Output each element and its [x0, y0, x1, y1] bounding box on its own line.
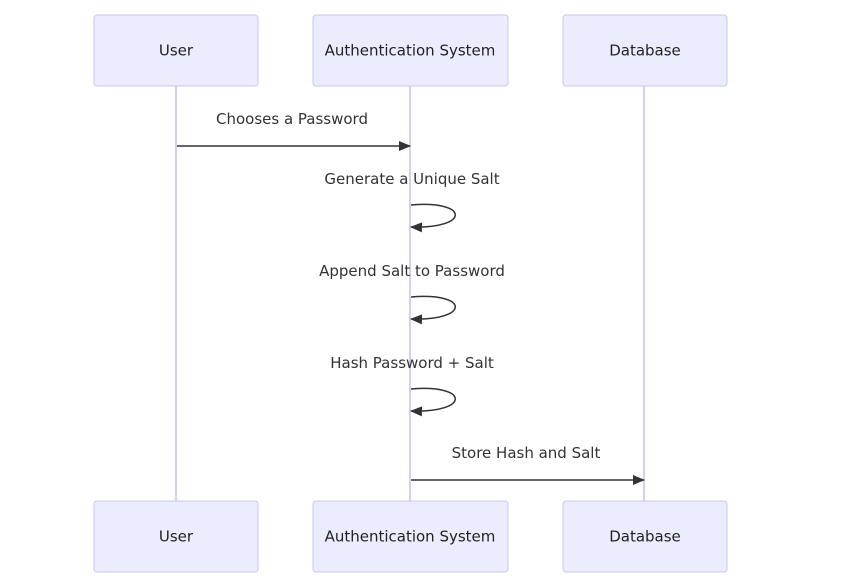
participant-user-bottom-label: User: [159, 528, 194, 546]
participant-authentication-system-top: Authentication System: [312, 14, 509, 87]
message-label-store-hash-salt: Store Hash and Salt: [452, 444, 601, 462]
participant-user-top: User: [93, 14, 259, 87]
participant-authentication-system-bottom-label: Authentication System: [325, 528, 496, 546]
participant-database-bottom-label: Database: [609, 528, 681, 546]
participant-database-bottom: Database: [562, 500, 728, 573]
participant-user-top-label: User: [159, 42, 194, 60]
message-label-hash-password-salt: Hash Password + Salt: [330, 354, 494, 372]
self-message-loop-hash-password-salt: [410, 387, 456, 417]
self-message-loop-append-salt: [410, 295, 456, 325]
message-label-append-salt: Append Salt to Password: [319, 262, 505, 280]
message-label-generate-salt: Generate a Unique Salt: [324, 170, 499, 188]
participant-authentication-system-bottom: Authentication System: [312, 500, 509, 573]
participant-user-bottom: User: [93, 500, 259, 573]
participant-database-top-label: Database: [609, 42, 681, 60]
self-message-loop-generate-salt: [410, 203, 456, 233]
participant-authentication-system-top-label: Authentication System: [325, 42, 496, 60]
participant-database-top: Database: [562, 14, 728, 87]
message-label-chooses-password: Chooses a Password: [216, 110, 368, 128]
